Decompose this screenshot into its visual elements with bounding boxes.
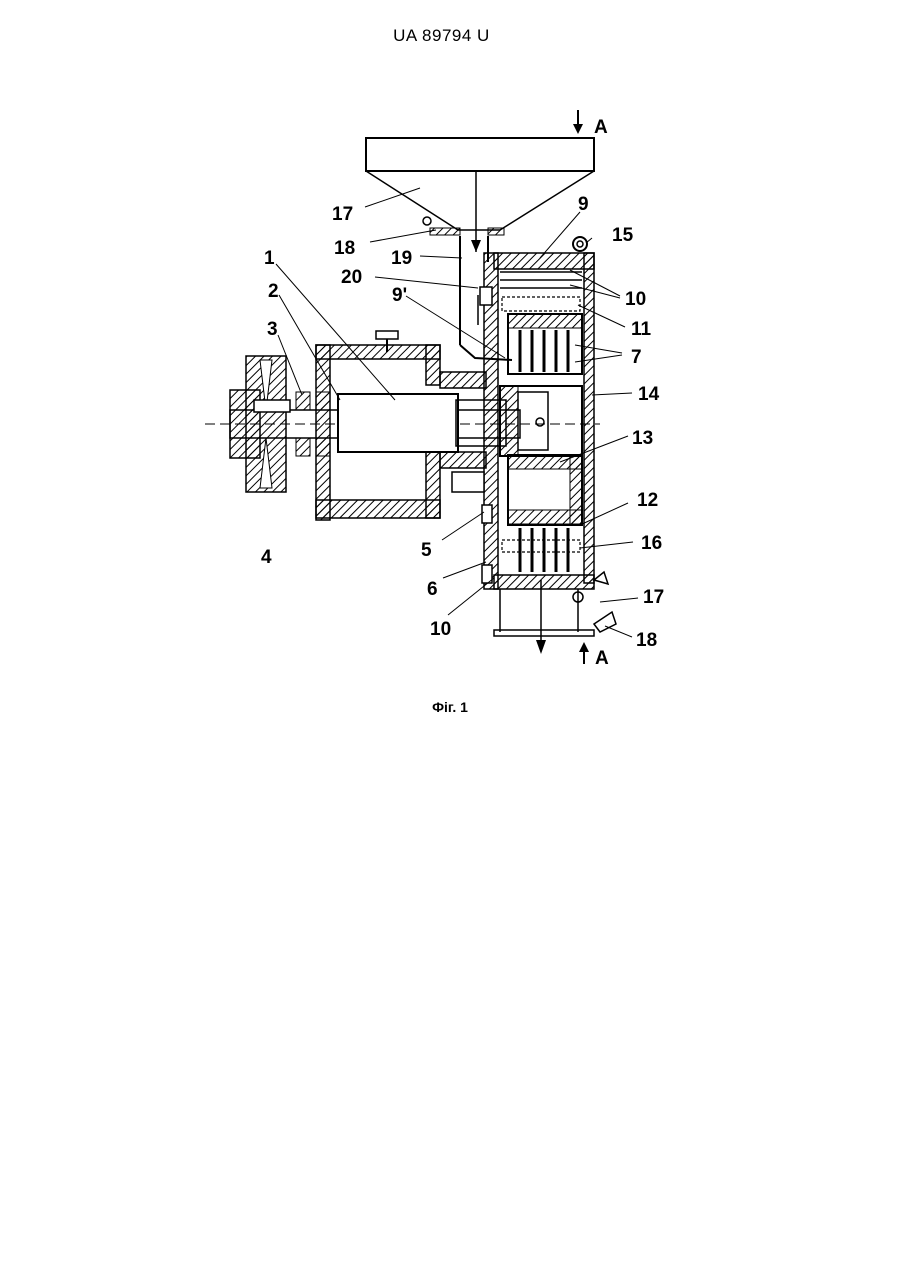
callout-20: 20: [341, 267, 362, 288]
callout-4: 4: [261, 547, 272, 568]
flap-18: [430, 228, 460, 235]
callout-15: 17: [643, 587, 664, 608]
callout-2: 2: [268, 281, 279, 302]
section-label-bottom: A: [595, 648, 609, 669]
callout-1: 1: [264, 248, 275, 269]
callout-11: 13: [632, 428, 653, 449]
figure-caption: Фіг. 1: [420, 699, 480, 715]
callout-6-bottom: 6: [427, 579, 438, 600]
rotor-lower: [502, 455, 582, 572]
callout-19: 19: [391, 248, 412, 269]
callout-6-top: 7: [631, 347, 642, 368]
callout-9-prime: 10: [430, 619, 451, 640]
callout-16: 18: [636, 630, 657, 651]
callout-5: 5: [421, 540, 432, 561]
callout-12: 14: [638, 384, 660, 405]
callout-17: 17: [332, 204, 353, 225]
rotor-hub: [500, 386, 582, 456]
callout-10-top: 11: [631, 319, 652, 340]
callout-9: 10: [625, 289, 646, 310]
section-label-top: A: [594, 117, 608, 138]
callout-3: 3: [267, 319, 278, 340]
callout-10-bottom: 12: [637, 490, 658, 511]
callout-18: 18: [334, 238, 355, 259]
sieve-9: [500, 272, 582, 288]
callout-13: 15: [612, 225, 634, 246]
pulley-4: [230, 356, 290, 492]
callout-7: 9: [578, 194, 589, 215]
callout-14: 16: [641, 533, 662, 554]
callout-8: 9': [392, 285, 407, 306]
rotor-upper: [508, 314, 582, 374]
